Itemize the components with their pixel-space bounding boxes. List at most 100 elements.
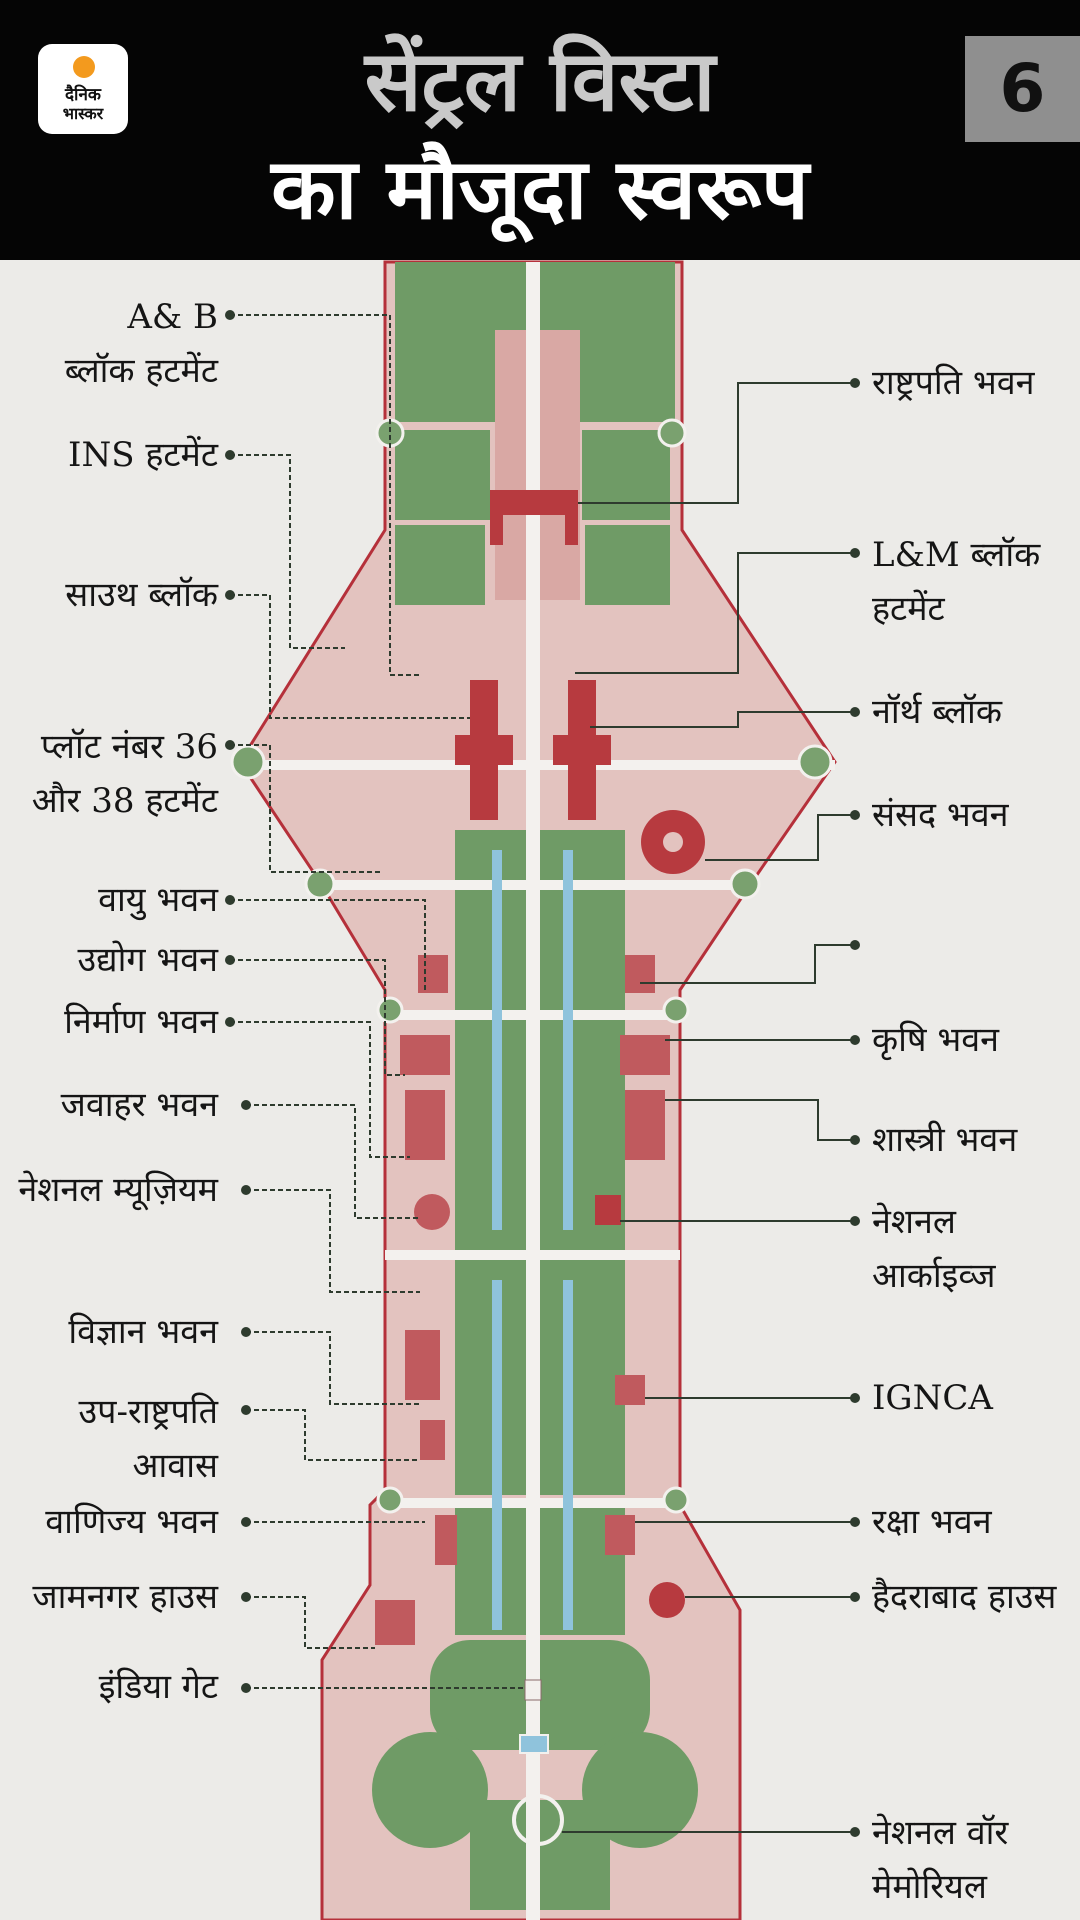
roundabout-r2 bbox=[662, 1486, 690, 1514]
dot-jamnagar bbox=[241, 1592, 251, 1602]
krishi-bhavan-building bbox=[620, 1035, 670, 1075]
national-museum-building bbox=[414, 1194, 450, 1230]
leader-vayu bbox=[230, 899, 426, 990]
header-bar: दैनिक भास्कर सेंट्रल विस्टा का मौजूदा स्… bbox=[0, 0, 1080, 260]
dot-plot bbox=[225, 740, 235, 750]
label-national-archives: नेशनल आर्काइव्ज bbox=[872, 1195, 996, 1303]
leader-lm bbox=[575, 552, 855, 674]
roundabout-ne bbox=[657, 418, 687, 448]
leader-lines bbox=[230, 314, 525, 1689]
label-raksha-line1: रक्षा भवन bbox=[872, 1502, 992, 1542]
roundabout-w bbox=[230, 744, 266, 780]
ignca-building bbox=[615, 1375, 645, 1405]
vp-residence-building bbox=[420, 1420, 445, 1460]
sun-icon bbox=[73, 56, 95, 78]
label-ignca: IGNCA bbox=[872, 1371, 993, 1425]
leader-dots bbox=[225, 310, 860, 1837]
label-raksha-bhavan: रक्षा भवन bbox=[872, 1495, 992, 1549]
dot-vayu bbox=[225, 895, 235, 905]
leader-vp bbox=[246, 1409, 420, 1461]
label-nirman-bhavan: निर्माण भवन bbox=[64, 995, 218, 1049]
leader-plot bbox=[230, 744, 380, 873]
dot-ignca bbox=[850, 1393, 860, 1403]
label-warmemorial-line1: नेशनल वॉर bbox=[872, 1813, 1009, 1853]
dot-vp bbox=[241, 1405, 251, 1415]
logo-text-line2: भास्कर bbox=[62, 104, 104, 123]
label-rashtrapati-bhavan: राष्ट्रपति भवन bbox=[872, 356, 1035, 410]
label-south-line1: साउथ ब्लॉक bbox=[65, 575, 218, 615]
rashtrapati-bhavan-building bbox=[490, 490, 578, 545]
label-krishi-bhavan: कृषि भवन bbox=[872, 1013, 999, 1067]
label-vigyan-line1: विज्ञान भवन bbox=[68, 1312, 218, 1352]
dot-north bbox=[850, 707, 860, 717]
label-plot-36-38: प्लॉट नंबर 36 और 38 हटमेंट bbox=[32, 720, 218, 828]
label-vayu-line1: वायु भवन bbox=[98, 880, 218, 920]
label-lm-line1: L&M ब्लॉक bbox=[872, 535, 1041, 575]
leader-vigyan bbox=[246, 1331, 420, 1405]
leader-udyog bbox=[230, 959, 405, 1076]
label-war-memorial: नेशनल वॉर मेमोरियल bbox=[872, 1806, 1008, 1914]
label-ignca-line1: IGNCA bbox=[872, 1378, 993, 1418]
dot-museum bbox=[241, 1185, 251, 1195]
roundabout-l2 bbox=[376, 1486, 404, 1514]
canopy-pool bbox=[519, 1734, 549, 1754]
label-jawahar-bhavan: जवाहर भवन bbox=[61, 1078, 218, 1132]
leader-rashtrapati bbox=[578, 382, 855, 504]
dot-jawahar bbox=[241, 1100, 251, 1110]
dot-udyog bbox=[225, 955, 235, 965]
lawn-right-upper bbox=[582, 430, 670, 520]
lawn-left-upper bbox=[395, 430, 490, 520]
label-vp-line1: उप-राष्ट्रपति bbox=[78, 1392, 219, 1432]
label-jamnagar-line1: जामनगर हाउस bbox=[32, 1577, 218, 1617]
roundabout-e bbox=[797, 744, 833, 780]
label-sansad-line1: संसद भवन bbox=[872, 795, 1009, 835]
cross-road-2 bbox=[320, 880, 755, 890]
leader-museum bbox=[246, 1189, 420, 1293]
label-sansad-bhavan: संसद भवन bbox=[872, 788, 1009, 842]
dainik-bhaskar-logo: दैनिक भास्कर bbox=[38, 44, 128, 134]
dot-raksha bbox=[850, 1517, 860, 1527]
leader-sansad bbox=[705, 814, 855, 861]
leader-shastri bbox=[665, 1099, 855, 1141]
national-archives-building bbox=[595, 1195, 621, 1225]
shastri-bhavan-building bbox=[625, 1090, 665, 1160]
jamnagar-house-building bbox=[375, 1600, 415, 1645]
roundabout-se bbox=[729, 868, 761, 900]
label-national-museum: नेशनल म्यूज़ियम bbox=[18, 1163, 218, 1217]
page-title-line2: का मौजूदा स्वरूप bbox=[271, 140, 809, 238]
label-india-gate: इंडिया गेट bbox=[99, 1660, 218, 1714]
label-udyog-bhavan: उद्योग भवन bbox=[78, 933, 218, 987]
canal-right bbox=[563, 850, 573, 1230]
canal-left-lower bbox=[492, 1280, 502, 1630]
dot-vanijya bbox=[241, 1517, 251, 1527]
label-ab-block: A& B ब्लॉक हटमेंट bbox=[65, 290, 218, 398]
label-jawahar-line1: जवाहर भवन bbox=[60, 1085, 218, 1125]
dot-warmemorial bbox=[850, 1827, 860, 1837]
label-krishi-line1: कृषि भवन bbox=[872, 1020, 1000, 1060]
leader-blank bbox=[640, 944, 855, 984]
dot-krishi bbox=[850, 1035, 860, 1045]
label-nirman-line1: निर्माण भवन bbox=[64, 1002, 218, 1042]
label-jamnagar-house: जामनगर हाउस bbox=[32, 1570, 218, 1624]
lawn-right-mid bbox=[585, 525, 670, 605]
roundabout-l1 bbox=[376, 996, 404, 1024]
label-vp-line2: आवास bbox=[132, 1446, 218, 1486]
label-indiagate-line1: इंडिया गेट bbox=[98, 1667, 218, 1707]
cross-road-3 bbox=[385, 1010, 680, 1020]
south-block-wing bbox=[455, 735, 513, 765]
label-udyog-line1: उद्योग भवन bbox=[77, 940, 218, 980]
dot-rashtrapati bbox=[850, 378, 860, 388]
roundabout-r1 bbox=[662, 996, 690, 1024]
label-plot-line2: और 38 हटमेंट bbox=[31, 781, 218, 821]
cross-road-5 bbox=[385, 1498, 680, 1508]
leader-south bbox=[230, 594, 470, 719]
page-number-badge: 6 bbox=[965, 36, 1080, 142]
label-ins-line1: INS हटमेंट bbox=[68, 435, 218, 475]
leader-jamnagar bbox=[246, 1596, 375, 1649]
label-shastri-line1: शास्त्री भवन bbox=[872, 1120, 1018, 1160]
dot-nirman bbox=[225, 1017, 235, 1027]
label-vp-residence: उप-राष्ट्रपति आवास bbox=[79, 1385, 219, 1493]
leader-lines-right bbox=[562, 382, 855, 1833]
dot-blank bbox=[850, 940, 860, 950]
